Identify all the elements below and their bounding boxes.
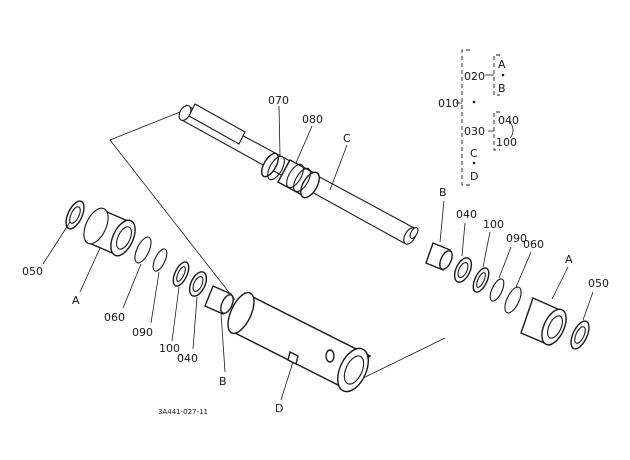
ring-100-left	[172, 261, 190, 287]
label-B-right: B	[439, 186, 447, 199]
label-020: 020	[464, 70, 485, 83]
label-tree-040: 040	[498, 114, 519, 127]
leader-B-right	[439, 200, 445, 243]
leader-060-left	[122, 263, 142, 309]
piston-080-groove-2	[286, 163, 304, 189]
label-tree-A: A	[498, 58, 506, 71]
label-090-left: 090	[132, 326, 153, 339]
seal-040-right-inner	[457, 262, 469, 278]
outline-left-diagonal	[109, 139, 236, 301]
label-050-left: 050	[22, 265, 43, 278]
oring-090-right	[489, 278, 505, 302]
label-100-left: 100	[159, 342, 180, 355]
tree-dot-1	[472, 100, 476, 104]
ring-100-right	[472, 267, 490, 293]
label-070: 070	[268, 94, 289, 107]
label-040-right: 040	[456, 208, 477, 221]
right-parts	[425, 242, 590, 350]
label-C-rod: C	[343, 132, 351, 145]
assembly-outline	[109, 107, 446, 383]
label-B-left: B	[219, 375, 227, 388]
tree-bracket-020	[493, 54, 500, 96]
label-tree-C: C	[470, 147, 478, 160]
label-tree-B: B	[498, 82, 506, 95]
label-040-left: 040	[177, 352, 198, 365]
wiper-050-right	[570, 320, 590, 350]
leader-B-left	[220, 312, 226, 373]
leader-070	[278, 105, 281, 156]
left-parts	[65, 200, 234, 315]
ring-070-outer	[260, 152, 280, 178]
bushing-B-left-face	[220, 293, 234, 315]
leader-C-rod	[329, 144, 348, 191]
leader-100-left	[171, 286, 180, 342]
piston-rod	[178, 103, 419, 245]
leader-040-left	[192, 296, 198, 350]
wiper-050-right-inner	[574, 326, 586, 344]
gland-A-right-bore	[547, 315, 563, 339]
leader-A-left	[79, 247, 101, 293]
leader-050-right	[582, 291, 594, 321]
ring-070-inner	[267, 155, 285, 181]
drawing-number: 3A441-027-11	[158, 408, 208, 416]
leader-A-right	[551, 266, 569, 300]
part-080-piston	[277, 159, 320, 199]
label-A-right: A	[565, 253, 573, 266]
gland-A-left-bore	[116, 226, 132, 250]
leader-100-right	[482, 231, 491, 268]
label-tree-D: D	[470, 170, 478, 183]
leader-090-left	[150, 271, 160, 324]
parts-tree: 010 020 030 A B 040 100 C D	[438, 49, 519, 186]
label-100-right: 100	[483, 218, 504, 231]
tree-bracket-main	[461, 49, 470, 186]
leader-D-tube	[280, 361, 294, 401]
label-050-right: 050	[588, 277, 609, 290]
outline-bottom-right	[354, 337, 446, 383]
gland-A-left-back	[83, 207, 109, 245]
leader-080	[295, 125, 313, 164]
ring-100-left-inner	[176, 266, 186, 282]
wiper-050-left	[65, 200, 85, 230]
rod-end-right-inner	[409, 227, 419, 239]
leader-050-left	[42, 221, 71, 265]
cylinder-tube	[227, 291, 372, 393]
tree-bracket-030	[493, 111, 500, 151]
tree-dot-cd	[472, 161, 476, 165]
seal-040-right	[453, 257, 473, 283]
label-010: 010	[438, 97, 459, 110]
leader-090-right	[498, 246, 512, 279]
label-060-left: 060	[104, 311, 125, 324]
rod-eye-section	[188, 103, 246, 145]
label-D-tube: D	[275, 402, 283, 415]
piston-080-groove	[293, 167, 311, 193]
wiper-050-left-inner	[69, 206, 81, 224]
bushing-B-right-face	[439, 249, 453, 271]
label-A-left: A	[72, 294, 80, 307]
leader-040-right	[461, 222, 466, 257]
tube-front-bore	[343, 355, 365, 385]
tree-dot-ab	[501, 73, 505, 77]
seal-040-left	[188, 271, 208, 297]
tree-brace-040-100	[509, 121, 514, 139]
seal-040-left-inner	[192, 276, 204, 292]
label-060-right: 060	[523, 238, 544, 251]
tube-port	[325, 349, 335, 363]
piston-080-face	[300, 171, 320, 199]
outline-top-left	[109, 107, 191, 141]
backup-060-right	[504, 286, 522, 314]
ring-100-right-inner	[476, 272, 486, 288]
tube-mount-lug	[287, 350, 299, 366]
part-070-ring	[260, 152, 285, 181]
label-tree-100: 100	[496, 136, 517, 149]
tube-rear-end	[227, 291, 255, 335]
leader-060-right	[515, 251, 532, 288]
oring-090-left	[152, 248, 168, 272]
label-080: 080	[302, 113, 323, 126]
backup-060-left	[134, 236, 152, 264]
label-030: 030	[464, 125, 485, 138]
label-090-right: 090	[506, 232, 527, 245]
